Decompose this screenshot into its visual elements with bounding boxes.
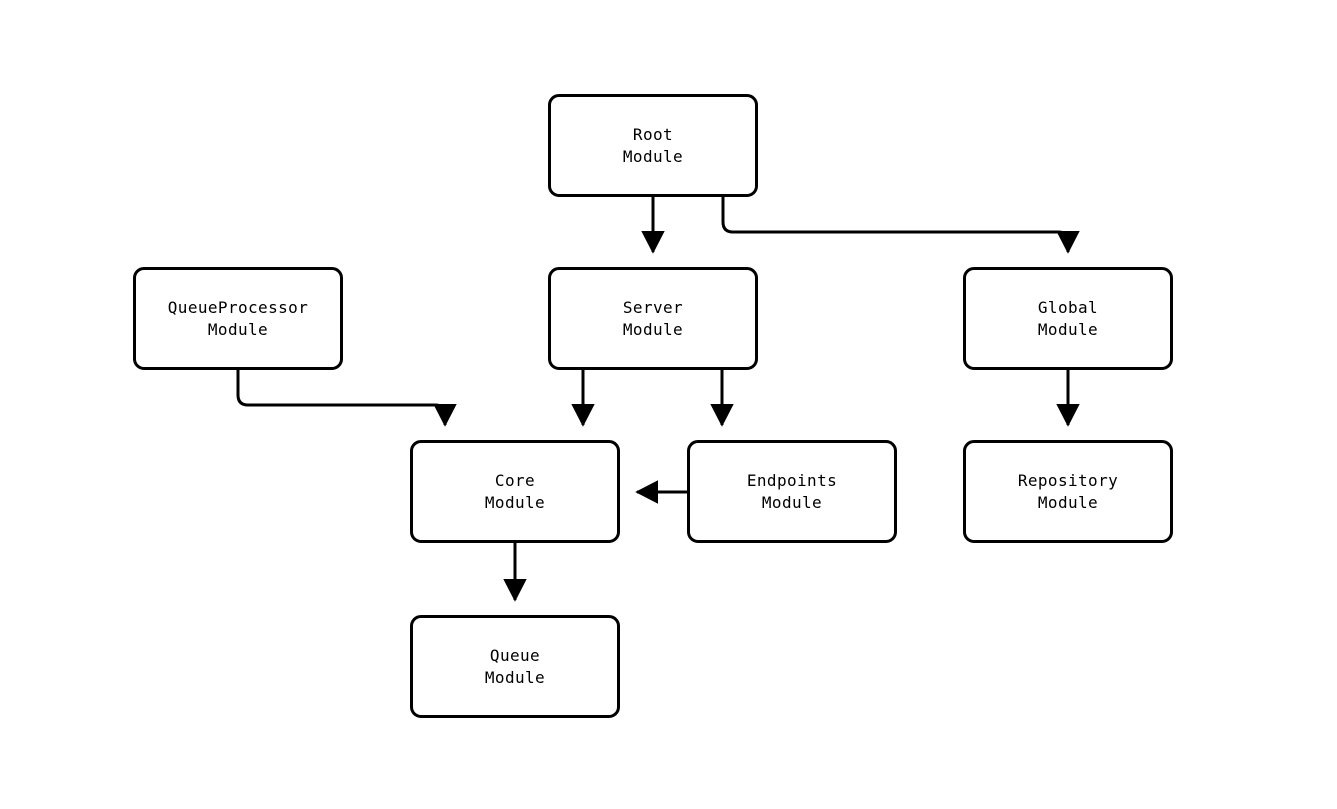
node-root-module-label-line1: Root bbox=[632, 124, 674, 144]
node-root-module-label-line2: Module bbox=[622, 146, 684, 166]
node-queueprocessor-module-label-line1: QueueProcessor bbox=[167, 297, 309, 317]
node-global-module-label-line2: Module bbox=[1037, 319, 1099, 339]
edge-queueprocessor-to-core bbox=[236, 370, 457, 427]
node-queueprocessor-module-label-line2: Module bbox=[207, 319, 269, 339]
node-endpoints-module-label-line1: Endpoints bbox=[746, 470, 838, 490]
node-repository-module-label-line2: Module bbox=[1037, 492, 1099, 512]
node-endpoints-module[interactable]: Endpoints Module bbox=[687, 440, 897, 543]
node-repository-module[interactable]: Repository Module bbox=[963, 440, 1173, 543]
node-core-module-label-line2: Module bbox=[484, 492, 546, 512]
node-queue-module[interactable]: Queue Module bbox=[410, 615, 620, 718]
node-global-module-label-line1: Global bbox=[1037, 297, 1099, 317]
node-queue-module-label-line1: Queue bbox=[489, 645, 541, 665]
node-server-module-label-line2: Module bbox=[622, 319, 684, 339]
node-global-module[interactable]: Global Module bbox=[963, 267, 1173, 370]
node-root-module[interactable]: Root Module bbox=[548, 94, 758, 197]
node-core-module[interactable]: Core Module bbox=[410, 440, 620, 543]
node-endpoints-module-label-line2: Module bbox=[761, 492, 823, 512]
node-repository-module-label-line1: Repository bbox=[1017, 470, 1119, 490]
node-queue-module-label-line2: Module bbox=[484, 667, 546, 687]
node-server-module[interactable]: Server Module bbox=[548, 267, 758, 370]
node-queueprocessor-module[interactable]: QueueProcessor Module bbox=[133, 267, 343, 370]
node-core-module-label-line1: Core bbox=[494, 470, 536, 490]
node-server-module-label-line1: Server bbox=[622, 297, 684, 317]
edge-root-to-global bbox=[721, 197, 1080, 254]
